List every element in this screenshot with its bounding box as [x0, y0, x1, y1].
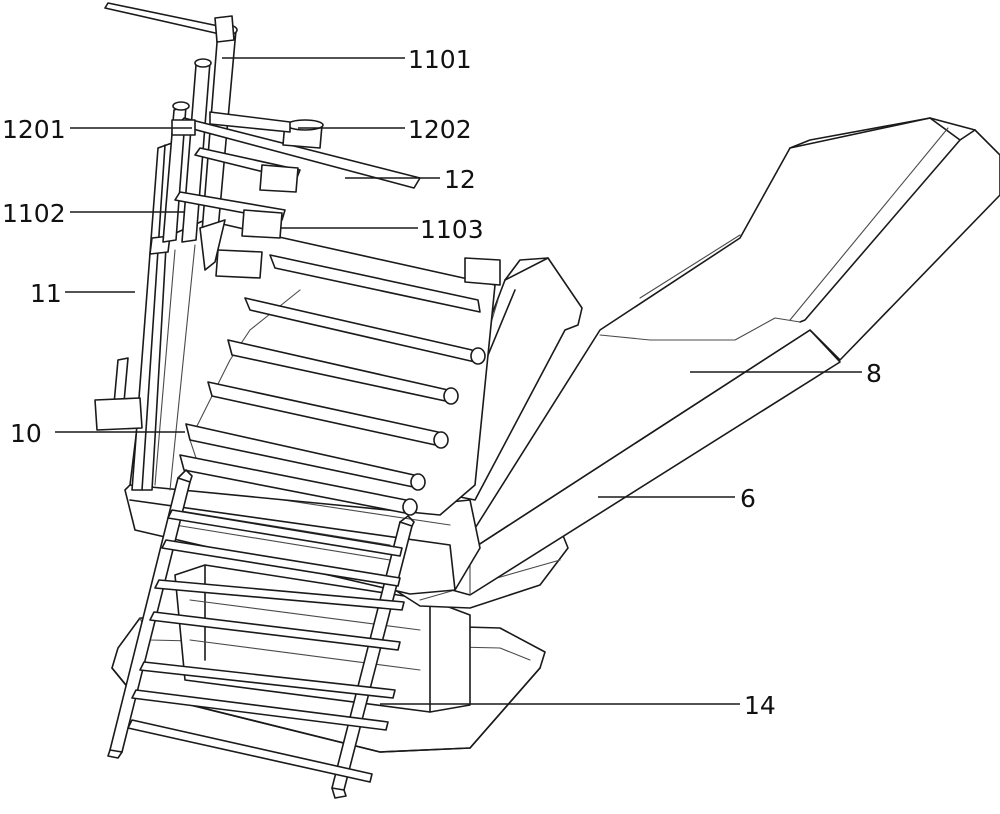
label-11: 11: [30, 279, 62, 308]
leader-lines: [55, 57, 862, 705]
back-rods: [179, 254, 501, 516]
label-14: 14: [744, 691, 776, 720]
label-1103: 1103: [420, 215, 484, 244]
label-8: 8: [866, 359, 882, 388]
middle-bar-1102: [174, 147, 301, 279]
label-6: 6: [740, 484, 756, 513]
part-labels: 1101 1201 1202 12 1102 1103 11 8 10 6 14: [2, 45, 882, 720]
leg-pad-8: [454, 117, 1000, 561]
label-1202: 1202: [408, 115, 472, 144]
label-1201: 1201: [2, 115, 66, 144]
ladder-14: [107, 469, 415, 799]
top-handle-1101: [104, 2, 235, 43]
label-1102: 1102: [2, 199, 66, 228]
label-1101: 1101: [408, 45, 472, 74]
label-12: 12: [444, 165, 476, 194]
label-10: 10: [10, 419, 42, 448]
